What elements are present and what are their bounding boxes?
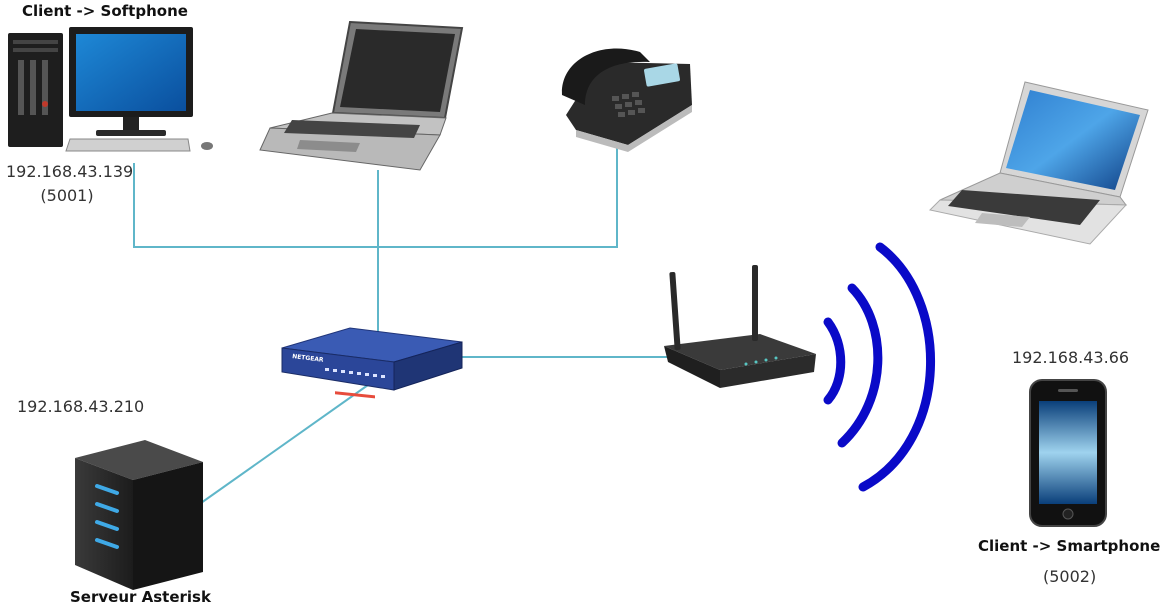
smartphone-client-ip: 192.168.43.66 bbox=[1012, 348, 1130, 367]
wifi-wave-small bbox=[823, 317, 846, 405]
smartphone-icon bbox=[1029, 379, 1107, 527]
desktop-computer-icon bbox=[8, 27, 213, 152]
smartphone-client-title: Client -> Smartphone bbox=[978, 537, 1161, 555]
switch-icon: NETGEAR bbox=[281, 327, 463, 399]
switch-brand-label: NETGEAR bbox=[292, 353, 324, 364]
link-desktop-bus bbox=[133, 144, 618, 248]
desktop-client-port: (5001) bbox=[40, 186, 94, 205]
network-links bbox=[133, 144, 668, 504]
macbook-icon bbox=[928, 81, 1149, 245]
wifi-router-icon bbox=[664, 265, 816, 388]
wifi-signal-icon bbox=[823, 242, 936, 492]
smartphone-client-port: (5002) bbox=[1043, 567, 1097, 586]
server-ip: 192.168.43.210 bbox=[17, 397, 145, 416]
wifi-wave-medium bbox=[837, 283, 883, 448]
server-icon bbox=[75, 440, 203, 590]
desk-phone-icon bbox=[561, 48, 692, 152]
link-switch-server bbox=[200, 384, 369, 504]
wifi-wave-large bbox=[858, 242, 936, 492]
laptop-icon bbox=[259, 20, 464, 171]
desktop-client-title: Client -> Softphone bbox=[22, 2, 188, 20]
desktop-client-ip: 192.168.43.139 bbox=[6, 162, 134, 181]
server-name: Serveur Asterisk bbox=[70, 588, 211, 606]
